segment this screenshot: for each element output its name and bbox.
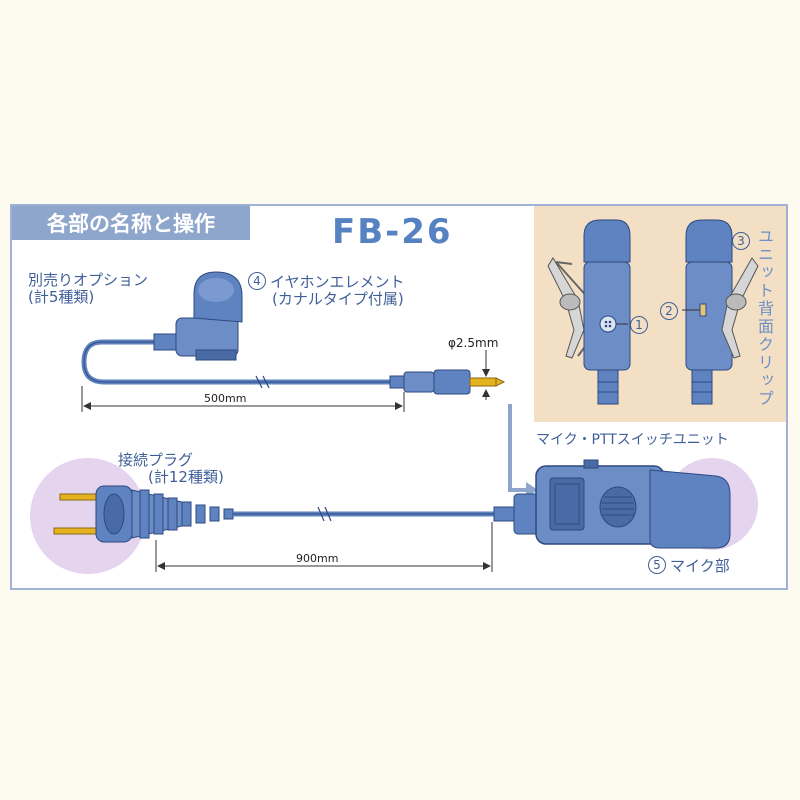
unit-front-view <box>547 219 631 405</box>
unit-name: マイク・PTTスイッチユニット <box>536 432 729 448</box>
earphone-assembly <box>81 271 506 395</box>
cord1-length: 500mm <box>204 392 247 405</box>
inset-callout-3: 3 <box>732 232 754 251</box>
dimension-500 <box>81 350 490 412</box>
plug-line2: (計12種類) <box>148 468 224 487</box>
option-label: 別売りオプション (計5種類) <box>28 271 149 307</box>
unit-back-view <box>682 219 759 405</box>
cord2-length: 900mm <box>296 552 339 565</box>
clip-label: ユニット背面クリップ <box>755 228 774 408</box>
section-title: 各部の名称と操作 <box>12 206 250 240</box>
inset-number-3: 3 <box>732 232 750 250</box>
inset-number-1: 1 <box>630 316 648 334</box>
inset-callout-1: 1 <box>630 316 652 335</box>
inset-number-2: 2 <box>660 302 678 320</box>
model-name: FB-26 <box>332 212 453 252</box>
earphone-line1: イヤホンエレメント <box>270 273 405 291</box>
mic-number: 5 <box>648 556 666 574</box>
plug-diameter: φ2.5mm <box>448 336 499 350</box>
plug-line1: 接続プラグ <box>118 451 194 469</box>
option-line2: (計5種類) <box>28 288 95 307</box>
inset-callout-2: 2 <box>660 302 682 321</box>
mic-text: マイク部 <box>670 557 730 575</box>
earphone-line2: (カナルタイプ付属) <box>272 290 404 309</box>
connection-plug-assembly <box>53 485 515 543</box>
connect-arrow <box>508 404 530 492</box>
mic-ptt-unit <box>513 459 731 549</box>
dimension-900 <box>155 522 493 572</box>
earphone-number: 4 <box>248 272 266 290</box>
option-line1: 別売りオプション <box>28 271 149 289</box>
plug-label: 接続プラグ (計12種類) <box>118 451 224 487</box>
